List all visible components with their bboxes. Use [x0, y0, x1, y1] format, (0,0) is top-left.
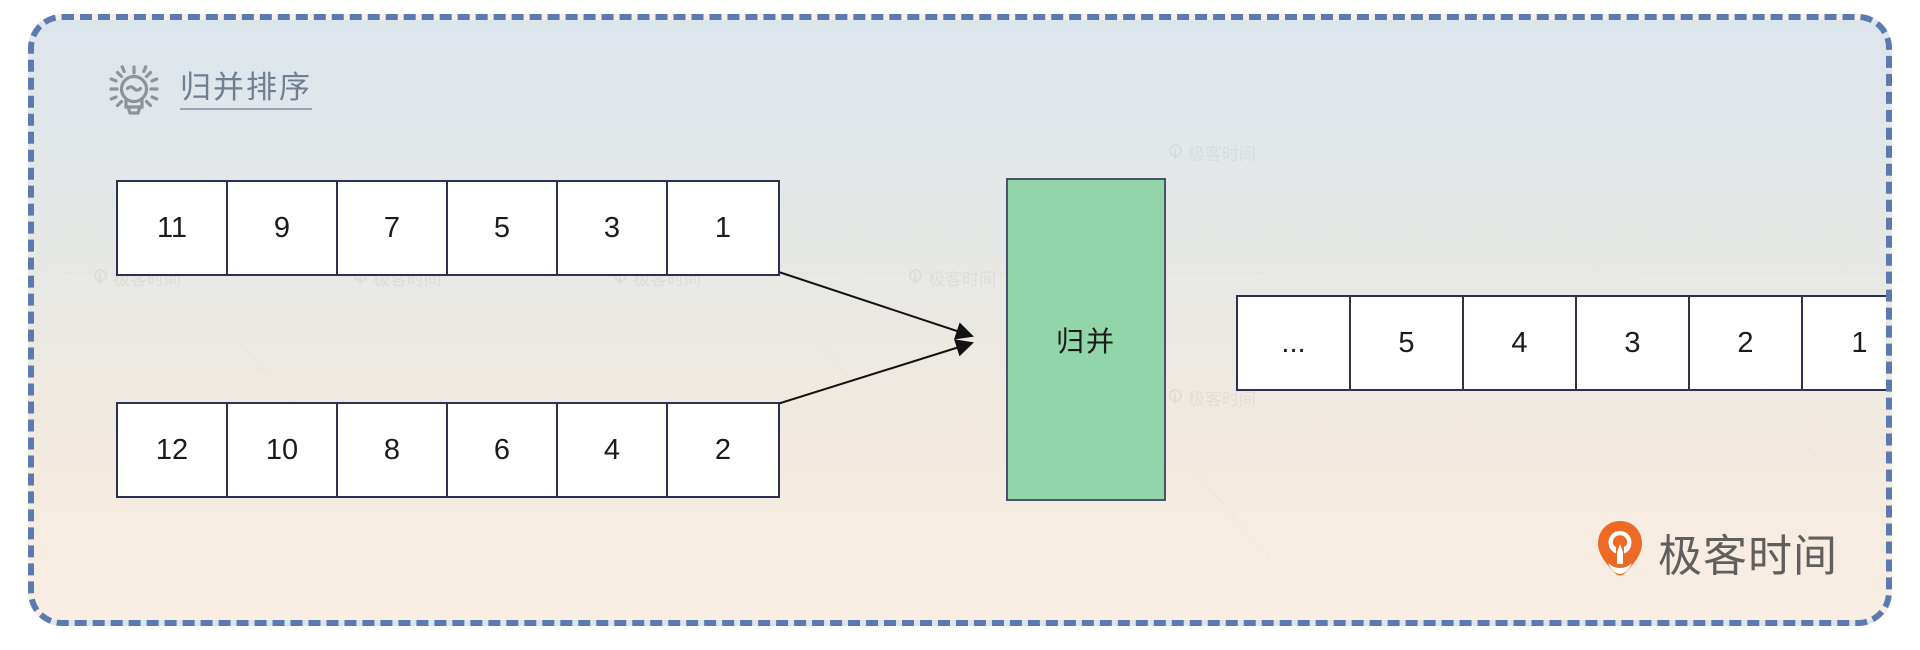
- geektime-pin-icon: [1596, 519, 1644, 584]
- watermark-pin-icon: [94, 269, 107, 286]
- array-cell: 12: [118, 404, 228, 496]
- array-cell: 2: [668, 404, 778, 496]
- input-array-bottom: 12 10 8 6 4 2: [116, 402, 780, 498]
- array-cell: 5: [1351, 297, 1464, 389]
- watermark-text: 极客时间: [1188, 145, 1256, 164]
- array-cell: 2: [1690, 297, 1803, 389]
- watermark: 极客时间: [1169, 140, 1256, 165]
- section-title: 归并排序: [106, 62, 312, 120]
- watermark-pin-icon: [1169, 389, 1182, 406]
- output-array-merged: ... 5 4 3 2 1: [1236, 295, 1886, 391]
- array-cell: 5: [448, 182, 558, 274]
- lightbulb-icon: [106, 62, 162, 120]
- array-cell: 10: [228, 404, 338, 496]
- section-title-label: 归并排序: [180, 72, 312, 110]
- array-cell: 1: [1803, 297, 1886, 389]
- array-cell: 3: [1577, 297, 1690, 389]
- brand-logo: 极客时间: [1596, 519, 1838, 584]
- array-cell: 3: [558, 182, 668, 274]
- watermark-text: 极客时间: [928, 270, 996, 289]
- array-cell: 4: [558, 404, 668, 496]
- array-cell: 1: [668, 182, 778, 274]
- array-cell: 8: [338, 404, 448, 496]
- watermark-dotted-rule: [1644, 272, 1884, 274]
- watermark-diagonal: [792, 310, 897, 434]
- merge-process-label: 归并: [1055, 325, 1116, 357]
- array-cell: 4: [1464, 297, 1577, 389]
- brand-name: 极客时间: [1658, 531, 1838, 581]
- array-cell: 11: [118, 182, 228, 274]
- array-cell: 9: [228, 182, 338, 274]
- watermark: 极客时间: [909, 265, 996, 290]
- input-array-top: 11 9 7 5 3 1: [116, 180, 780, 276]
- array-cell: 7: [338, 182, 448, 274]
- watermark-pin-icon: [909, 269, 922, 286]
- watermark-diagonal: [1152, 420, 1270, 560]
- array-cell: 6: [448, 404, 558, 496]
- dashed-frame: 极客时间 极客时间 极客时间 极客时间 极客时间 极客时间: [28, 14, 1892, 626]
- array-cell: ...: [1238, 297, 1351, 389]
- merge-process-box: 归并: [1006, 178, 1166, 501]
- watermark-pin-icon: [1169, 144, 1182, 161]
